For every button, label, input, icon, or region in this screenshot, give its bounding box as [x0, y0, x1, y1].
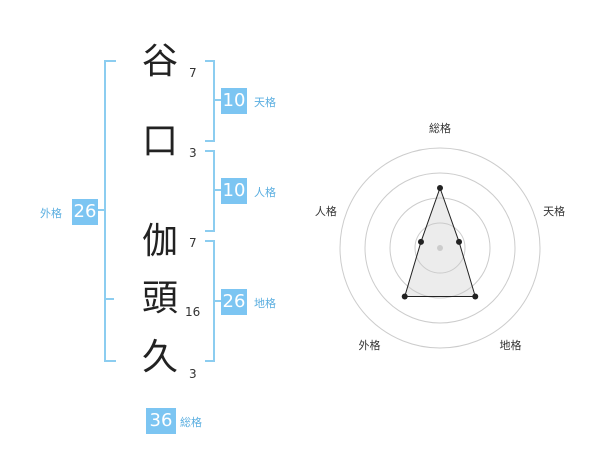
chikaku-badge: 26: [221, 289, 247, 315]
stroke-count-2: 3: [189, 146, 197, 160]
name-char-5: 久: [141, 337, 178, 378]
tenkaku-label: 天格: [254, 96, 276, 109]
stroke-count-3: 7: [189, 236, 197, 250]
gaikaku-bracket: [104, 60, 116, 362]
gaikaku-bracket-inner-tick: [104, 298, 114, 300]
name-char-3: 伽: [141, 221, 178, 262]
stroke-count-1: 7: [189, 66, 197, 80]
radar-ring-4: [339, 147, 541, 349]
gaikaku-label: 外格: [40, 207, 62, 220]
tenkaku-bracket-tick: [213, 99, 221, 101]
radar-ring-2: [389, 197, 491, 299]
radar-point-1: [437, 185, 443, 191]
gaikaku-badge: 26: [72, 199, 98, 225]
radar-point-3: [472, 293, 479, 300]
jinkaku-label: 人格: [254, 186, 276, 199]
stroke-count-5: 3: [189, 367, 197, 381]
radar-point-2: [456, 238, 463, 245]
tenkaku-bracket: [205, 60, 215, 142]
soukaku-label: 総格: [180, 416, 202, 429]
name-char-2: 口: [141, 121, 178, 162]
radar-ring-1: [414, 222, 466, 274]
radar-axis-label-4: 外格: [358, 338, 380, 352]
jinkaku-bracket: [205, 150, 215, 232]
radar-point-5: [417, 238, 424, 245]
radar-axis-label-5: 人格: [315, 204, 337, 218]
radar-ring-3: [364, 172, 516, 324]
chikaku-bracket-tick: [213, 300, 221, 302]
radar-polygon: [404, 186, 476, 298]
jinkaku-bracket-tick: [213, 189, 221, 191]
stroke-count-4: 16: [185, 305, 201, 319]
radar-axis-label-2: 天格: [543, 204, 565, 218]
radar-axis-label-1: 総格: [429, 121, 451, 135]
name-char-4: 頭: [141, 278, 178, 319]
tenkaku-badge: 10: [221, 88, 247, 114]
soukaku-badge: 36: [146, 408, 176, 434]
jinkaku-badge: 10: [221, 178, 247, 204]
radar-axis-label-3: 地格: [500, 338, 522, 352]
radar-point-4: [401, 293, 408, 300]
chikaku-label: 地格: [254, 297, 276, 310]
gaikaku-bracket-tick: [98, 209, 106, 211]
name-char-1: 谷: [141, 41, 178, 82]
radar-center-dot: [437, 245, 443, 251]
